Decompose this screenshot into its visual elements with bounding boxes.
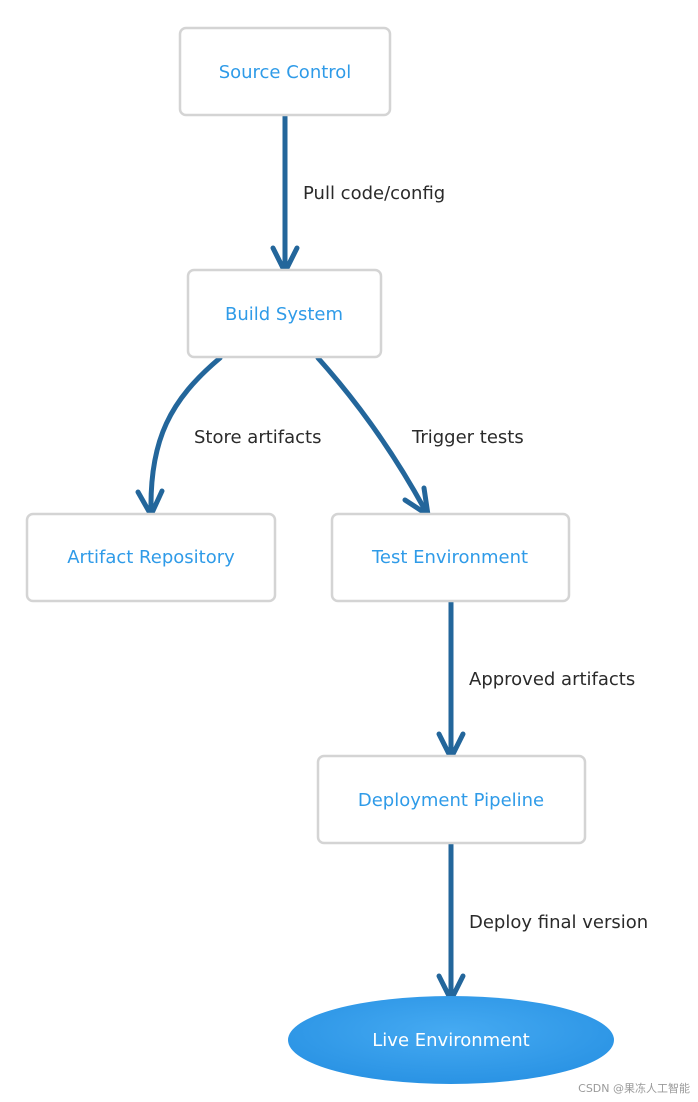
watermark-text: CSDN @果冻人工智能	[578, 1081, 690, 1095]
edge-store-artifacts	[148, 355, 223, 513]
node-label-deployment-pipeline: Deployment Pipeline	[358, 790, 544, 811]
node-source-control: Source Control	[178, 26, 392, 117]
node-live-environment: Live Environment	[288, 996, 614, 1084]
node-label-build-system: Build System	[225, 304, 343, 325]
node-test-environment: Test Environment	[330, 512, 571, 603]
node-artifact-repository: Artifact Repository	[25, 512, 277, 603]
edge-label-pull-code: Pull code/config	[303, 183, 445, 204]
node-deployment-pipeline: Deployment Pipeline	[316, 754, 587, 845]
node-label-source-control: Source Control	[219, 62, 352, 83]
edge-trigger-tests	[315, 355, 428, 513]
edge-label-deploy-final: Deploy final version	[469, 912, 648, 933]
node-build-system: Build System	[186, 268, 383, 359]
edge-label-trigger-tests: Trigger tests	[411, 427, 524, 448]
node-label-test-environment: Test Environment	[371, 547, 528, 568]
node-label-artifact-repository: Artifact Repository	[67, 547, 235, 568]
node-label-live-environment: Live Environment	[372, 1030, 529, 1051]
edge-label-approved-artifacts: Approved artifacts	[469, 669, 635, 690]
edge-label-store-artifacts: Store artifacts	[194, 427, 322, 448]
